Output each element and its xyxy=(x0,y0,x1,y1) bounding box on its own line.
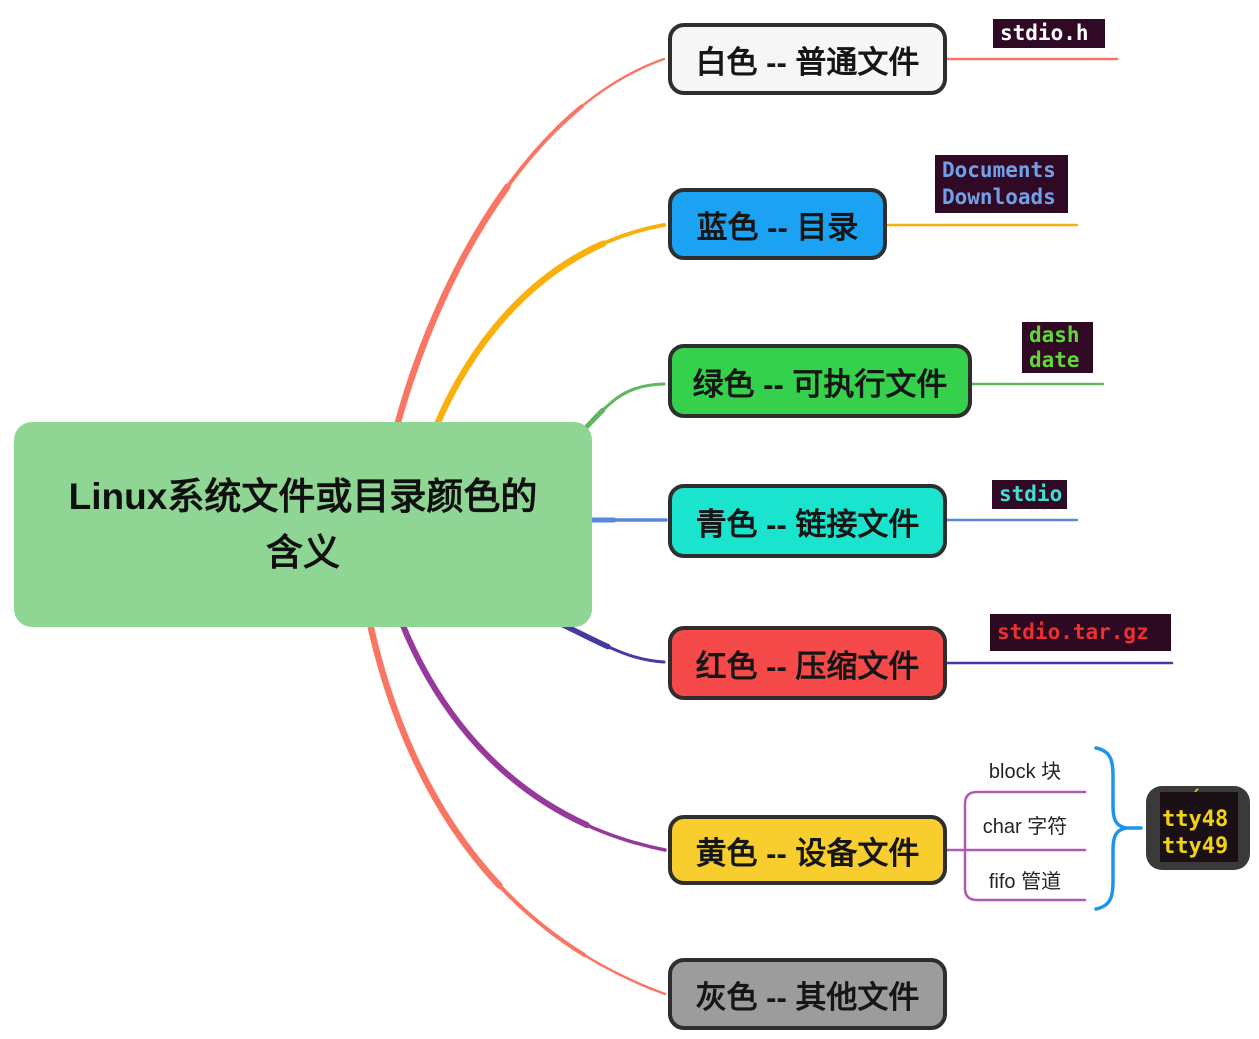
terminal-line: stdio xyxy=(999,482,1063,506)
terminal-snippet-devices: ´ tty48 tty49 xyxy=(1160,787,1238,862)
terminal-snippet-devices-frame: ´ tty48 tty49 xyxy=(1146,786,1250,870)
terminal-line: date xyxy=(1029,347,1080,372)
branch-node-yellow: 黄色 -- 设备文件 xyxy=(668,815,947,885)
central-topic-node: Linux系统文件或目录颜色的含义 xyxy=(14,422,592,627)
terminal-line: tty48 xyxy=(1162,807,1229,832)
terminal-snippet-regular-file: stdio.h xyxy=(993,19,1105,48)
terminal-snippet-directories: Documents Downloads xyxy=(935,155,1068,213)
device-curly-brace xyxy=(1094,746,1127,911)
branch-curve-yellow-mid xyxy=(393,603,667,852)
branch-curve-gray-trunk xyxy=(361,596,669,998)
branch-curve-white xyxy=(383,57,666,482)
branch-curve-gray xyxy=(363,598,667,996)
branch-curve-blue-trunk xyxy=(416,221,668,474)
device-child-label-block: block 块 xyxy=(988,761,1062,783)
branch-node-white: 白色 -- 普通文件 xyxy=(668,23,947,95)
branch-curve-gray-mid xyxy=(363,598,667,996)
device-children-connector xyxy=(945,790,1087,902)
branch-node-cyan: 青色 -- 链接文件 xyxy=(668,484,947,558)
device-child-label-fifo: fifo 管道 xyxy=(988,871,1062,893)
branch-curve-yellow-trunk xyxy=(392,602,668,853)
terminal-snippet-archive: stdio.tar.gz xyxy=(990,614,1171,651)
terminal-snippet-executables: dash date xyxy=(1022,322,1093,373)
device-child-label-char: char 字符 xyxy=(982,816,1068,838)
terminal-line: Documents xyxy=(942,158,1056,182)
branch-curve-yellow xyxy=(393,603,667,852)
terminal-snippet-symlink: stdio xyxy=(992,480,1067,509)
terminal-line: stdio.h xyxy=(1000,21,1089,45)
branch-curve-white-trunk xyxy=(381,55,668,484)
branch-node-blue: 蓝色 -- 目录 xyxy=(668,188,887,260)
terminal-line: tty49 xyxy=(1162,834,1229,859)
terminal-line: Downloads xyxy=(942,185,1056,209)
terminal-line: dash xyxy=(1029,322,1080,347)
branch-node-gray: 灰色 -- 其他文件 xyxy=(668,958,947,1030)
branch-curve-white-mid xyxy=(383,57,666,482)
branch-node-green: 绿色 -- 可执行文件 xyxy=(668,344,972,418)
clipped-terminal-mark: ´ xyxy=(1190,787,1201,808)
branch-node-red: 红色 -- 压缩文件 xyxy=(668,626,947,700)
terminal-line: stdio.tar.gz xyxy=(997,620,1149,644)
